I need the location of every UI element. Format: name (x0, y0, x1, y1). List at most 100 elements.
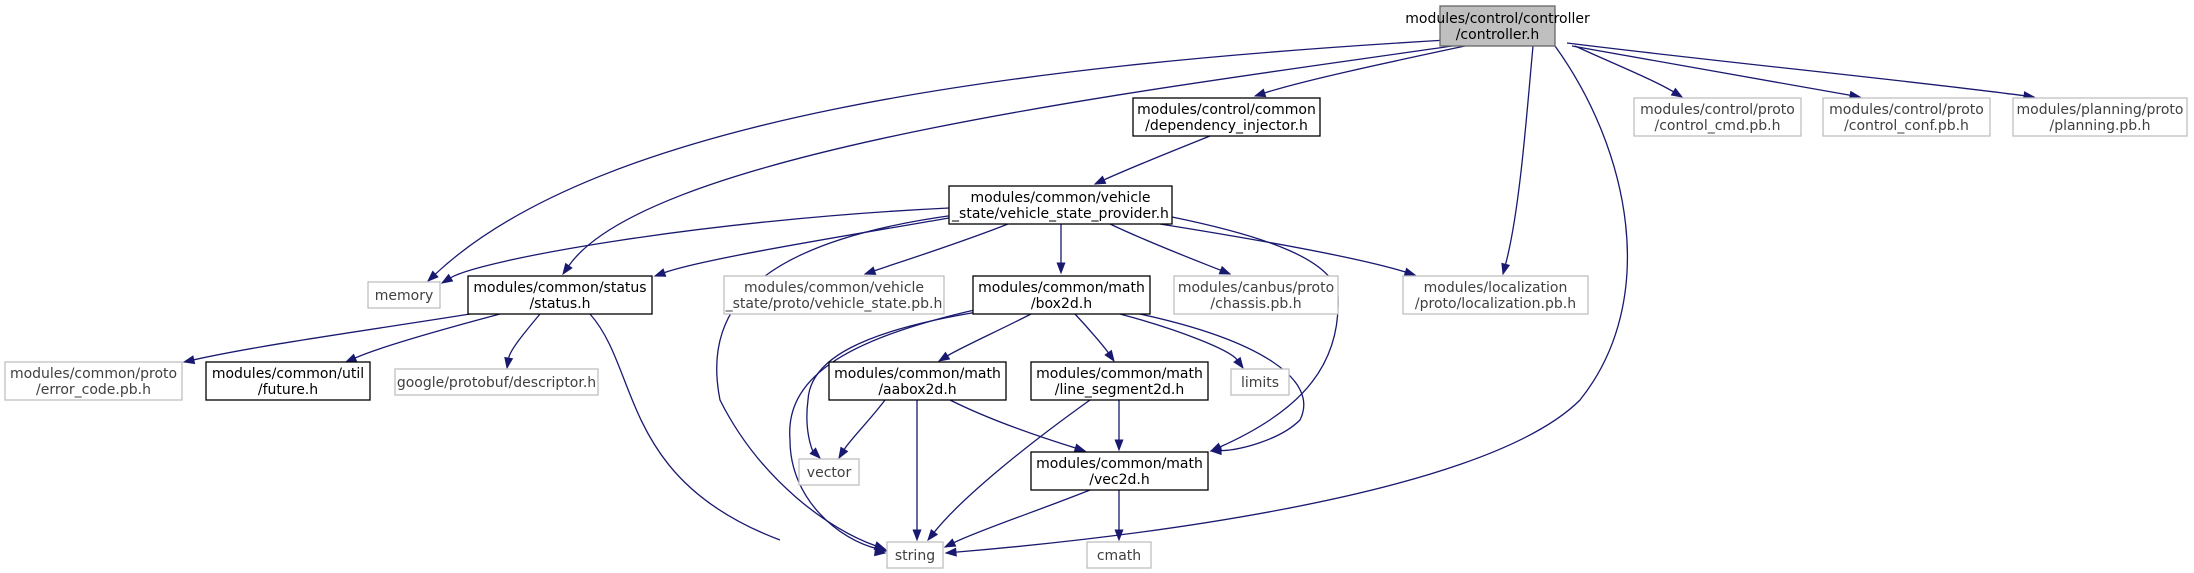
arrow-head (943, 538, 957, 548)
edge-line (1119, 313, 1238, 361)
arrow-head (1056, 262, 1066, 275)
node-dependency-injector-h[interactable]: modules/control/common/dependency_inject… (1132, 97, 1321, 137)
node-box (1439, 5, 1556, 47)
node-control-cmd-pb-h: modules/control/proto/control_cmd.pb.h (1633, 97, 1802, 137)
edge-line (568, 45, 1453, 267)
arrow-head (1670, 87, 1684, 98)
node-box (1132, 97, 1321, 137)
node-controller-h[interactable]: modules/control/controller/controller.h (1405, 5, 1590, 47)
node-label-line: modules/control/common (1137, 102, 1316, 118)
node-label-line: /future.h (258, 382, 318, 398)
edge-status_h-to-descriptor_h (504, 313, 541, 370)
edge-vehicle_state_provider_h-to-memory (440, 207, 950, 284)
node-descriptor-h: google/protobuf/descriptor.h (394, 368, 599, 396)
arrow-head (1114, 529, 1124, 542)
arrow-head (1218, 265, 1232, 275)
edge-aabox2d_h-to-vector (838, 399, 886, 460)
edge-dependency_injector_h-to-vehicle_state_provider_h (1093, 135, 1211, 185)
edge-box2d_h-to-limits (1119, 313, 1244, 370)
node-label-line: /aabox2d.h (878, 382, 956, 398)
edge-controller_h-to-memory (426, 39, 1448, 282)
node-label-line: modules/planning/proto (2017, 102, 2184, 118)
node-box (828, 361, 1007, 401)
node-control-conf-pb-h: modules/control/proto/control_conf.pb.h (1822, 97, 1991, 137)
arrow-head (838, 446, 849, 460)
edge-line (1571, 45, 1851, 96)
node-label-line: limits (1241, 375, 1279, 391)
edge-line (193, 313, 471, 361)
node-label-line: vector (807, 465, 852, 481)
node-box (1230, 368, 1290, 396)
node-label-line: modules/common/math (978, 280, 1145, 296)
node-status-h[interactable]: modules/common/status/status.h (467, 275, 653, 315)
node-box2d-h[interactable]: modules/common/math/box2d.h (972, 275, 1151, 315)
node-box (2012, 97, 2188, 137)
arrow-head (1093, 175, 1107, 185)
node-label-line: modules/common/math (834, 366, 1001, 382)
node-label-line: modules/common/status (473, 280, 646, 296)
edge-controller_h-to-dependency_injector_h (1253, 45, 1466, 98)
node-box (798, 458, 860, 486)
edge-line (949, 399, 1076, 449)
node-chassis-pb-h: modules/canbus/proto/chassis.pb.h (1173, 275, 1339, 315)
arrow-head (927, 528, 939, 542)
arrow-head (440, 273, 454, 284)
edge-vehicle_state_provider_h-to-vehicle_state_pb_h (863, 223, 1009, 275)
arrow-head (1403, 267, 1417, 277)
node-label-line: /status.h (529, 296, 590, 312)
node-vehicle-state-provider-h[interactable]: modules/common/vehicle_state/vehicle_sta… (948, 185, 1173, 225)
node-label-line: _state/proto/vehicle_state.pb.h (725, 296, 943, 312)
edge-line (947, 313, 1032, 357)
arrow-head (653, 268, 667, 277)
edge-line (1074, 313, 1109, 354)
node-label-line: modules/common/vehicle (970, 190, 1150, 206)
edge-line (354, 313, 501, 359)
node-label-line: modules/control/proto (1829, 102, 1984, 118)
node-vector: vector (798, 458, 860, 486)
node-vec2d-h[interactable]: modules/common/math/vec2d.h (1030, 451, 1209, 491)
edge-line (1159, 223, 1406, 273)
node-vehicle-state-pb-h: modules/common/vehicle_state/proto/vehic… (723, 275, 945, 315)
edge-status_h-to-future_h (344, 313, 501, 363)
node-box (467, 275, 653, 315)
node-label-line: modules/common/vehicle (744, 280, 924, 296)
node-label-line: modules/control/proto (1640, 102, 1795, 118)
node-aabox2d-h[interactable]: modules/common/math/aabox2d.h (828, 361, 1007, 401)
node-label-line: /control_conf.pb.h (1844, 118, 1969, 134)
node-string: string (886, 541, 944, 569)
node-memory: memory (367, 281, 441, 309)
node-box (4, 361, 183, 401)
edge-line (1574, 45, 1674, 93)
node-label-line: modules/common/math (1036, 366, 1203, 382)
node-box (1086, 541, 1152, 569)
arrow-head (504, 356, 514, 370)
node-box (394, 368, 599, 396)
arrow-head (1253, 88, 1267, 98)
edge-box2d_h-to-string (789, 308, 980, 554)
node-box (1633, 97, 1802, 137)
node-box (1030, 361, 1209, 401)
edge-vec2d_h-to-cmath (1114, 489, 1124, 542)
node-label-line: _state/vehicle_state_provider.h (951, 206, 1169, 222)
edge-line (434, 39, 1448, 275)
arrow-head (1233, 356, 1244, 370)
edge-line (1139, 313, 1305, 452)
node-label-line: modules/common/util (212, 366, 364, 382)
edge-line (1103, 135, 1211, 181)
arrow-head (912, 529, 922, 542)
arrow-head (1114, 439, 1124, 452)
node-future-h[interactable]: modules/common/util/future.h (205, 361, 371, 401)
node-label-line: /box2d.h (1031, 296, 1092, 312)
nodes-layer: modules/control/controller/controller.hm… (4, 5, 2188, 569)
edge-controller_h-to-control_conf_pb_h (1571, 45, 1862, 100)
node-label-line: /vec2d.h (1089, 472, 1149, 488)
arrow-head (875, 544, 889, 554)
edge-line (789, 308, 980, 550)
edge-vehicle_state_provider_h-to-vec2d_h (1171, 216, 1339, 452)
node-line-segment2d-h[interactable]: modules/common/math/line_segment2d.h (1030, 361, 1209, 401)
arrow-head (1501, 262, 1511, 276)
edge-controller_h-to-localization_pb_h (1501, 45, 1534, 276)
edge-box2d_h-to-vec2d_h (1139, 313, 1305, 456)
node-label-line: modules/control/controller (1405, 11, 1590, 27)
